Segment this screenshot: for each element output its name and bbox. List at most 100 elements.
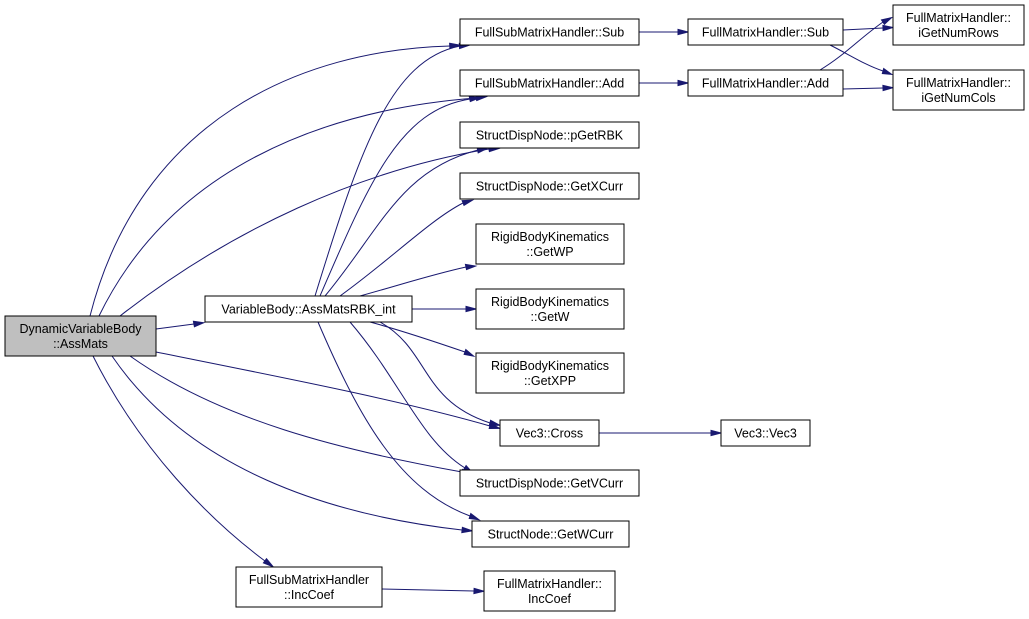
node-box: [459, 469, 640, 497]
node-fmh-getnumrows[interactable]: FullMatrixHandler::iGetNumRows: [892, 4, 1025, 46]
node-vb-assmatsrbk[interactable]: VariableBody::AssMatsRBK_int: [204, 295, 413, 323]
edge-vb_assmatsrbk-to-rbk_getwp: [359, 263, 478, 297]
node-label-line: ::IncCoef: [284, 588, 335, 602]
edge-line: [349, 321, 466, 469]
edge-line: [359, 266, 467, 297]
edge-root-to-fsmh_add: [98, 94, 488, 317]
node-sdn-getxcurr[interactable]: StructDispNode::GetXCurr: [459, 172, 640, 200]
node-label-line: FullMatrixHandler::Sub: [702, 26, 829, 40]
edge-root-to-fsmh_sub: [89, 42, 462, 317]
arrowhead-icon: [880, 16, 894, 26]
edge-line: [379, 321, 491, 424]
node-box: [459, 121, 640, 149]
edge-line: [98, 97, 477, 317]
node-box: [459, 69, 640, 97]
node-label-line: VariableBody::AssMatsRBK_int: [221, 303, 396, 317]
edge-line: [92, 355, 266, 562]
edge-line: [129, 355, 463, 473]
node-label-line: RigidBodyKinematics: [491, 295, 609, 309]
node-fmh-getnumcols[interactable]: FullMatrixHandler::iGetNumCols: [892, 69, 1025, 111]
node-label-line: StructDispNode::pGetRBK: [476, 129, 624, 143]
edge-root-to-vec3_cross: [155, 351, 502, 430]
edge-root-to-sdn_getvcurr: [129, 355, 473, 476]
node-label-line: Vec3::Cross: [516, 427, 583, 441]
node-box: [459, 172, 640, 200]
edge-root-to-sn_getwcurr: [111, 355, 475, 534]
arrowhead-icon: [677, 28, 690, 36]
node-label-line: FullSubMatrixHandler: [249, 573, 369, 587]
node-box: [475, 352, 625, 394]
node-box: [235, 566, 383, 608]
edge-line: [314, 45, 461, 297]
node-vec3-cross[interactable]: Vec3::Cross: [499, 419, 600, 447]
node-label-line: DynamicVariableBody: [19, 322, 142, 336]
node-label-line: FullMatrixHandler::Add: [702, 77, 829, 91]
edge-line: [317, 321, 471, 517]
node-fsmh-inccoef[interactable]: FullSubMatrixHandler::IncCoef: [235, 566, 383, 608]
arrowhead-icon: [881, 67, 894, 76]
edge-fsmh_sub-to-fmh_sub: [639, 28, 690, 36]
edge-fmh_sub-to-fmh_getnumrows: [842, 24, 895, 32]
edge-line: [829, 44, 884, 72]
node-fmh-sub[interactable]: FullMatrixHandler::Sub: [687, 18, 844, 46]
edge-line: [155, 323, 195, 330]
edge-vb_assmatsrbk-to-sdn_pgetrbk: [324, 147, 490, 297]
node-box: [475, 223, 625, 265]
edge-line: [111, 355, 463, 531]
node-label-line: ::GetW: [531, 310, 570, 324]
node-box: [687, 18, 844, 46]
node-vec3-vec3[interactable]: Vec3::Vec3: [720, 419, 811, 447]
node-sn-getwcurr[interactable]: StructNode::GetWCurr: [471, 520, 630, 548]
edge-line: [89, 45, 451, 317]
edge-root-to-sdn_pgetrbk: [119, 145, 501, 317]
edges-layer: [89, 16, 895, 595]
node-label-line: FullMatrixHandler::: [497, 577, 602, 591]
node-sdn-getvcurr[interactable]: StructDispNode::GetVCurr: [459, 469, 640, 497]
node-label-line: ::GetWP: [526, 245, 573, 259]
arrowhead-icon: [882, 24, 895, 32]
node-box: [459, 18, 640, 46]
arrowhead-icon: [464, 263, 478, 271]
edge-line: [319, 98, 471, 297]
node-box: [499, 419, 600, 447]
node-fmh-inccoef[interactable]: FullMatrixHandler::IncCoef: [483, 570, 616, 612]
node-label-line: FullSubMatrixHandler::Sub: [475, 26, 624, 40]
node-rbk-getw[interactable]: RigidBodyKinematics::GetW: [475, 288, 625, 330]
edge-fsmh_inccoef-to-fmh_inccoef: [381, 587, 486, 595]
edge-vb_assmatsrbk-to-sdn_getvcurr: [349, 321, 475, 475]
edge-fmh_sub-to-fmh_getnumcols: [829, 44, 894, 76]
edge-fmh_add-to-fmh_getnumcols: [842, 84, 895, 92]
edge-vec3_cross-to-vec3_vec3: [599, 429, 723, 437]
node-label-line: StructDispNode::GetXCurr: [476, 180, 623, 194]
node-sdn-pgetrbk[interactable]: StructDispNode::pGetRBK: [459, 121, 640, 149]
node-fsmh-sub[interactable]: FullSubMatrixHandler::Sub: [459, 18, 640, 46]
nodes-layer: DynamicVariableBody::AssMats VariableBody…: [4, 4, 1025, 612]
node-label-line: StructNode::GetWCurr: [488, 528, 614, 542]
node-box: [475, 288, 625, 330]
edge-line: [155, 351, 491, 427]
node-box: [892, 69, 1025, 111]
edge-line: [842, 27, 884, 31]
node-label-line: iGetNumCols: [921, 91, 995, 105]
node-label-line: FullMatrixHandler::: [906, 76, 1011, 90]
arrowhead-icon: [262, 557, 274, 568]
arrowhead-icon: [473, 587, 486, 595]
arrowhead-icon: [710, 429, 723, 437]
node-label-line: FullMatrixHandler::: [906, 11, 1011, 25]
edge-line: [842, 87, 884, 90]
node-rbk-getwp[interactable]: RigidBodyKinematics::GetWP: [475, 223, 625, 265]
node-box: [892, 4, 1025, 46]
edge-root-to-vb_assmatsrbk: [155, 320, 206, 330]
node-rbk-getxpp[interactable]: RigidBodyKinematics::GetXPP: [475, 352, 625, 394]
node-box: [204, 295, 413, 323]
node-label-line: ::GetXPP: [524, 374, 576, 388]
arrowhead-icon: [465, 305, 478, 313]
edge-line: [324, 149, 479, 297]
edge-vb_assmatsrbk-to-rbk_getw: [412, 305, 478, 313]
edge-vb_assmatsrbk-to-fsmh_sub: [314, 42, 472, 297]
node-fsmh-add[interactable]: FullSubMatrixHandler::Add: [459, 69, 640, 97]
node-label-line: ::AssMats: [53, 337, 108, 351]
node-fmh-add[interactable]: FullMatrixHandler::Add: [687, 69, 844, 97]
edge-vb_assmatsrbk-to-vec3_cross: [379, 321, 502, 427]
node-root[interactable]: DynamicVariableBody::AssMats: [4, 315, 157, 357]
